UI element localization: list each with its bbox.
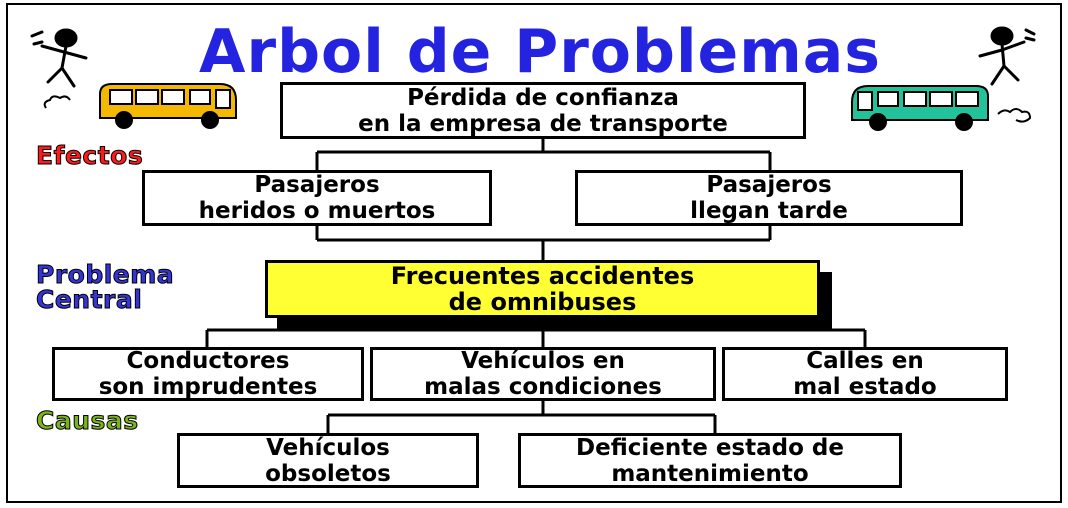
top-effect-box: Pérdida de confianza en la empresa de tr… xyxy=(280,82,806,139)
dancing-figure-icon xyxy=(30,28,88,88)
effect-box-right: Pasajeros llegan tarde xyxy=(575,170,963,226)
bus-icon-left xyxy=(43,83,237,129)
subcause-box-1: Vehículos obsoletos xyxy=(177,433,479,488)
cause-box-2: Vehículos en malas condiciones xyxy=(370,347,716,401)
cause-box-1: Conductores son imprudentes xyxy=(52,347,364,401)
subcause-box-2: Deficiente estado de mantenimiento xyxy=(518,433,902,488)
bus-icon-right xyxy=(851,85,1032,131)
central-problem-label: Problema Central xyxy=(35,260,175,314)
effect-box-left: Pasajeros heridos o muertos xyxy=(142,170,492,226)
causes-label: Causas xyxy=(36,406,139,435)
cause-box-3: Calles en mal estado xyxy=(722,347,1008,401)
dancing-figure-icon-right xyxy=(978,26,1036,86)
diagram-title: Arbol de Problemas xyxy=(199,17,881,87)
central-problem-box: Frecuentes accidentes de omnibuses xyxy=(265,260,820,318)
effects-label: Efectos xyxy=(35,141,144,170)
